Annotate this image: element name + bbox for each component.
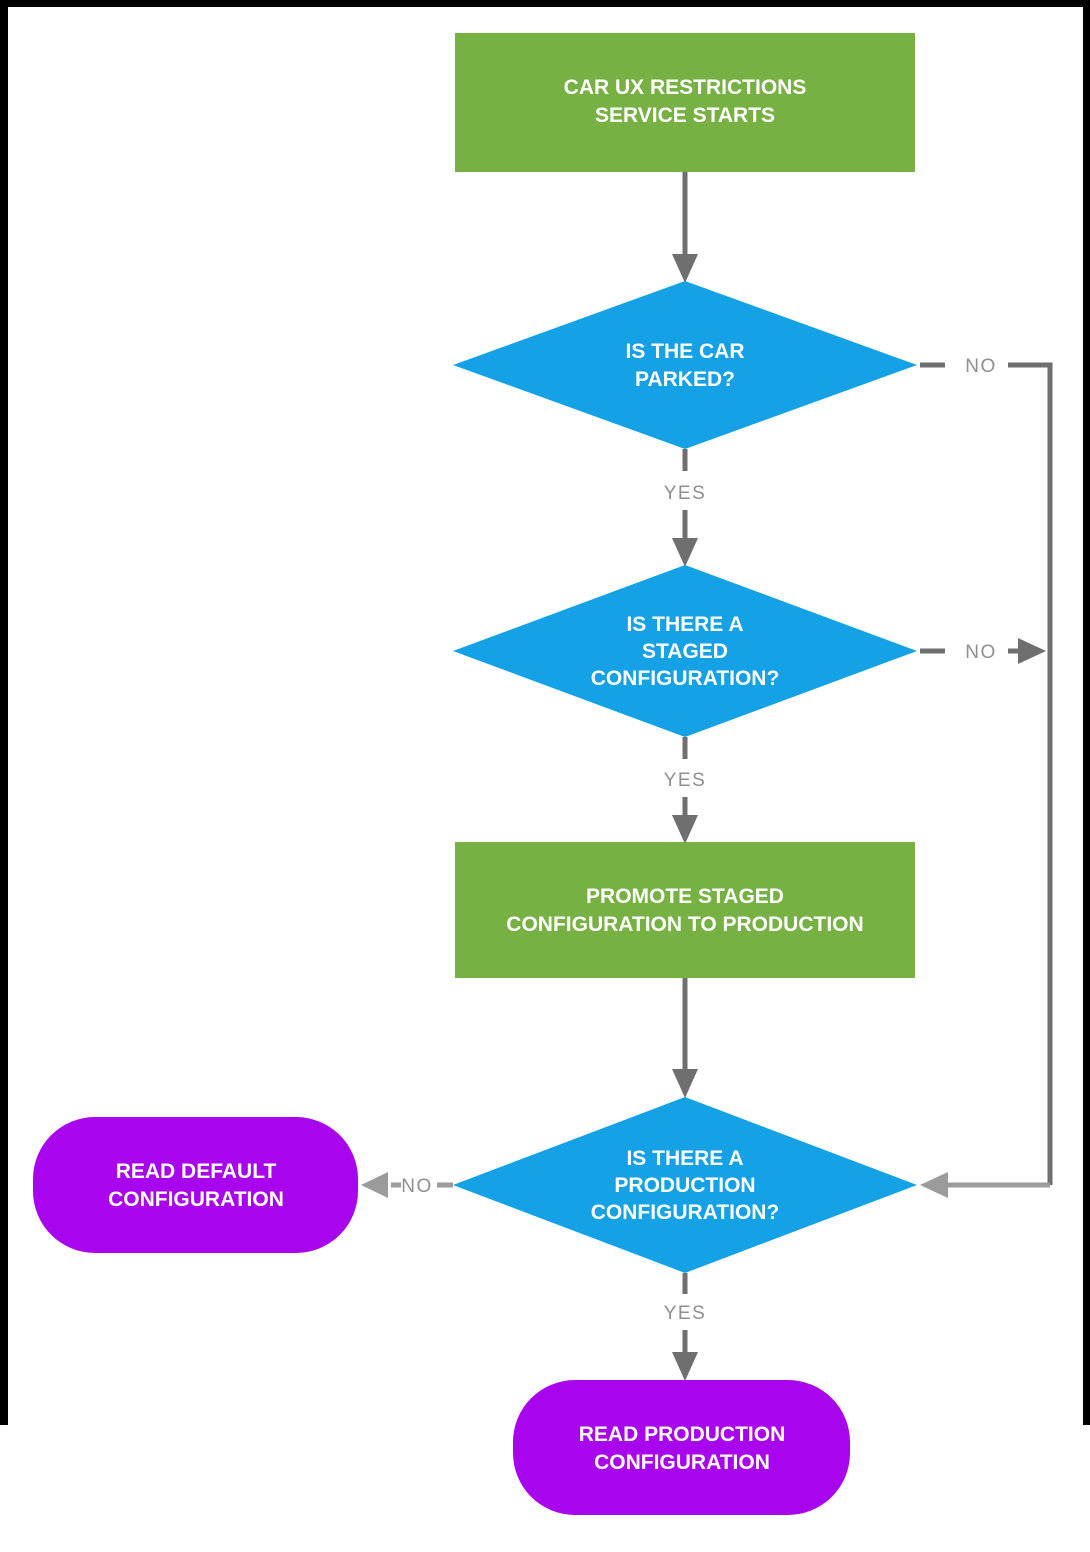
node-label-line: CONFIGURATION? — [591, 1201, 780, 1224]
decision-diamond-shape — [453, 281, 917, 449]
node-label-line: SERVICE STARTS — [595, 104, 775, 127]
frame-left — [0, 0, 8, 1425]
node-promote-staged: PROMOTE STAGED CONFIGURATION TO PRODUCTI… — [455, 842, 915, 978]
edge-label-staged-yes: YES — [664, 770, 707, 791]
node-label-line: STAGED — [642, 640, 728, 663]
process-box-shape — [455, 842, 915, 978]
arrow-down-icon — [672, 254, 698, 283]
terminal-pill-shape — [33, 1117, 358, 1253]
terminal-pill-shape — [513, 1380, 850, 1515]
frame-top — [0, 0, 1090, 7]
edge-label-staged-no: NO — [965, 642, 997, 663]
node-label-line: CONFIGURATION — [108, 1188, 284, 1211]
process-box-shape — [455, 33, 915, 172]
edge-label-production-yes: YES — [664, 1303, 707, 1324]
arrow-left-icon — [361, 1172, 388, 1198]
edge-label-production-no: NO — [401, 1176, 433, 1197]
edge-labels: YES NO YES NO YES NO — [401, 356, 997, 1324]
arrow-down-icon — [672, 1069, 698, 1098]
decision-diamond-shape — [453, 1097, 917, 1273]
connectors — [361, 172, 1053, 1381]
node-label-line: IS THE CAR — [625, 340, 744, 363]
decision-diamond-shape — [453, 565, 917, 737]
node-decision-staged-configuration: IS THERE A STAGED CONFIGURATION? — [453, 565, 917, 737]
frame-right — [1083, 0, 1090, 1425]
node-label-line: IS THERE A — [626, 613, 743, 636]
node-read-production: READ PRODUCTION CONFIGURATION — [513, 1380, 850, 1515]
node-label-line: PARKED? — [635, 368, 735, 391]
node-label-line: CONFIGURATION? — [591, 667, 780, 690]
arrow-right-icon — [1018, 638, 1046, 664]
arrow-down-icon — [672, 1352, 698, 1381]
node-label-line: PRODUCTION — [614, 1174, 755, 1197]
node-decision-is-car-parked: IS THE CAR PARKED? — [453, 281, 917, 449]
connector-no-rail — [1008, 362, 1053, 1185]
arrow-left-icon — [920, 1172, 948, 1198]
arrow-down-icon — [672, 538, 698, 567]
node-label-line: READ DEFAULT — [116, 1160, 277, 1183]
node-decision-production-configuration: IS THERE A PRODUCTION CONFIGURATION? — [453, 1097, 917, 1273]
node-label-line: PROMOTE STAGED — [586, 885, 784, 908]
arrow-down-icon — [672, 815, 698, 844]
page-frame — [0, 0, 1090, 1425]
node-label-line: CAR UX RESTRICTIONS — [564, 76, 807, 99]
node-label-line: READ PRODUCTION — [579, 1423, 786, 1446]
node-service-start: CAR UX RESTRICTIONS SERVICE STARTS — [455, 33, 915, 172]
edge-label-parked-no: NO — [965, 356, 997, 377]
node-read-default: READ DEFAULT CONFIGURATION — [33, 1117, 358, 1253]
node-label-line: CONFIGURATION TO PRODUCTION — [506, 913, 863, 936]
node-label-line: IS THERE A — [626, 1147, 743, 1170]
node-label-line: CONFIGURATION — [594, 1451, 770, 1474]
edge-label-parked-yes: YES — [664, 483, 707, 504]
